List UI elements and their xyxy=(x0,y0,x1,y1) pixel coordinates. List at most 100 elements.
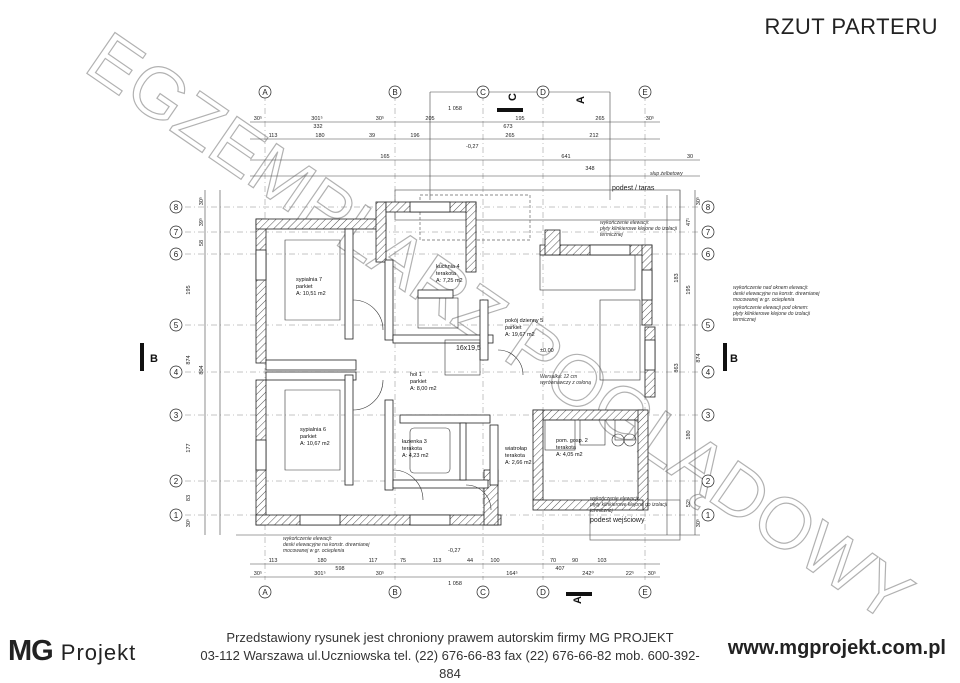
section-a-bottom: A xyxy=(572,596,584,604)
svg-text:wykończenie elewacji:: wykończenie elewacji: xyxy=(590,496,640,502)
svg-text:47¹: 47¹ xyxy=(686,218,692,226)
room-floor: terakota xyxy=(556,445,577,451)
svg-text:płyty klinkierowe klejone do i: płyty klinkierowe klejone do izolacji xyxy=(589,502,668,508)
svg-text:B: B xyxy=(392,88,397,97)
logo-projekt: Projekt xyxy=(60,640,137,665)
svg-text:7: 7 xyxy=(174,228,179,237)
section-b-right: B xyxy=(730,353,738,365)
svg-text:wykończenie elewacji pod oknem: wykończenie elewacji pod oknem: xyxy=(733,305,809,311)
svg-text:103: 103 xyxy=(597,558,606,564)
logo-mg: MG xyxy=(8,635,54,667)
room-area: A: 4,05 m2 xyxy=(556,452,583,458)
room-label: kuchnia 4 xyxy=(436,264,460,270)
svg-text:-0,27: -0,27 xyxy=(466,144,479,150)
svg-text:30⁵: 30⁵ xyxy=(254,570,262,577)
svg-text:D: D xyxy=(540,88,546,97)
svg-text:407: 407 xyxy=(555,566,564,572)
svg-text:1: 1 xyxy=(174,511,179,520)
svg-text:113: 113 xyxy=(269,133,278,139)
svg-text:6: 6 xyxy=(174,250,179,259)
room-area: A: 4,23 m2 xyxy=(402,453,429,459)
svg-text:804: 804 xyxy=(199,365,205,374)
room-label: łazienka 3 xyxy=(402,439,427,445)
dimension-lines xyxy=(204,91,700,578)
section-markers: B B C A A xyxy=(140,93,738,604)
svg-text:podest / taras: podest / taras xyxy=(612,185,655,192)
dimension-texts: 30⁵ 301⁵ 30⁵ 205 195 265 30⁵ 1 058 332 6… xyxy=(254,106,693,587)
svg-text:348: 348 xyxy=(585,166,594,172)
windows xyxy=(255,201,656,526)
room-area: A: 8,00 m2 xyxy=(410,386,437,392)
svg-text:673: 673 xyxy=(503,124,512,130)
svg-text:Wersalka: 12 cm: Wersalka: 12 cm xyxy=(540,374,577,380)
svg-text:podest wejściowy: podest wejściowy xyxy=(590,517,645,524)
svg-text:195: 195 xyxy=(186,285,192,294)
room-area: A: 10,67 m2 xyxy=(300,441,330,447)
fixtures xyxy=(284,239,641,511)
svg-text:39⁵: 39⁵ xyxy=(198,218,205,226)
svg-text:wykończenie elewacji:: wykończenie elewacji: xyxy=(600,220,650,226)
svg-text:30⁵: 30⁵ xyxy=(376,115,384,122)
svg-text:deski elewacyjne na konstr. dr: deski elewacyjne na konstr. drewnianej xyxy=(733,291,820,297)
svg-text:30⁵: 30⁵ xyxy=(376,570,384,577)
svg-text:265: 265 xyxy=(505,133,514,139)
svg-text:164⁵: 164⁵ xyxy=(506,570,517,577)
room-area: A: 2,66 m2 xyxy=(505,460,532,466)
section-a-top: A xyxy=(575,96,587,104)
room-area: A: 7,25 m2 xyxy=(436,278,463,284)
svg-text:180: 180 xyxy=(315,133,324,139)
svg-text:177: 177 xyxy=(186,443,192,452)
svg-text:termicznej: termicznej xyxy=(733,317,757,323)
svg-text:mocowanej w gr. ocieplenia: mocowanej w gr. ocieplenia xyxy=(733,297,794,303)
svg-text:C: C xyxy=(480,588,486,597)
svg-text:117: 117 xyxy=(369,558,378,564)
svg-text:E: E xyxy=(642,588,647,597)
svg-text:7: 7 xyxy=(706,228,711,237)
svg-text:1 058: 1 058 xyxy=(448,581,462,587)
svg-text:39: 39 xyxy=(369,133,375,139)
svg-text:30⁵: 30⁵ xyxy=(695,519,702,527)
svg-text:180: 180 xyxy=(686,430,692,439)
room-floor: terakota xyxy=(402,446,423,452)
svg-text:1 058: 1 058 xyxy=(448,106,462,112)
room-label: sypialnia 7 xyxy=(296,277,322,283)
axis-col-bottom: A B C D E xyxy=(258,585,652,599)
svg-text:195: 195 xyxy=(686,285,692,294)
drawing-title: RZUT PARTERU xyxy=(764,14,938,39)
svg-text:płyty klinkierowe klejone do i: płyty klinkierowe klejone do izolacji xyxy=(732,311,811,317)
axis-row-left: 8 7 6 5 4 3 2 1 xyxy=(169,200,183,522)
footer: MG Projekt Przedstawiony rysunek jest ch… xyxy=(0,627,960,681)
website-link[interactable]: www.mgprojekt.com.pl xyxy=(727,637,946,659)
room-floor: terakota xyxy=(505,453,526,459)
svg-text:183: 183 xyxy=(674,273,680,282)
svg-text:C: C xyxy=(480,88,486,97)
svg-text:8: 8 xyxy=(174,203,179,212)
svg-text:16x19,5: 16x19,5 xyxy=(456,345,481,352)
svg-text:2: 2 xyxy=(706,477,711,486)
room-floor: parkiet xyxy=(505,325,522,331)
svg-text:D: D xyxy=(540,588,546,597)
notice-line-1: Przedstawiony rysunek jest chroniony pra… xyxy=(226,630,674,645)
svg-text:termicznej: termicznej xyxy=(600,232,624,238)
svg-text:75: 75 xyxy=(400,558,406,564)
svg-text:3: 3 xyxy=(174,411,179,420)
svg-text:30⁵: 30⁵ xyxy=(648,570,656,577)
svg-text:E: E xyxy=(642,88,647,97)
svg-text:wykończenie elewacji:: wykończenie elewacji: xyxy=(283,536,333,542)
room-area: A: 10,51 m2 xyxy=(296,291,326,297)
axis-bubbles: A B C D E A B C D E 8 7 6 5 4 3 2 1 8 7 … xyxy=(169,85,715,599)
section-c: C xyxy=(507,93,519,101)
svg-text:wyrównawczy z osłoną: wyrównawczy z osłoną xyxy=(540,380,591,386)
svg-text:874: 874 xyxy=(696,353,702,362)
svg-text:212: 212 xyxy=(589,133,598,139)
svg-text:598: 598 xyxy=(335,566,344,572)
svg-text:265: 265 xyxy=(595,116,604,122)
svg-text:52⁵: 52⁵ xyxy=(685,499,692,507)
svg-text:113: 113 xyxy=(269,558,278,564)
svg-text:30⁵: 30⁵ xyxy=(198,197,205,205)
svg-text:30⁵: 30⁵ xyxy=(185,519,192,527)
room-floor: terakota xyxy=(436,271,457,277)
svg-text:195: 195 xyxy=(515,116,524,122)
svg-text:44: 44 xyxy=(467,558,473,564)
room-label: pom. gosp. 2 xyxy=(556,438,588,444)
